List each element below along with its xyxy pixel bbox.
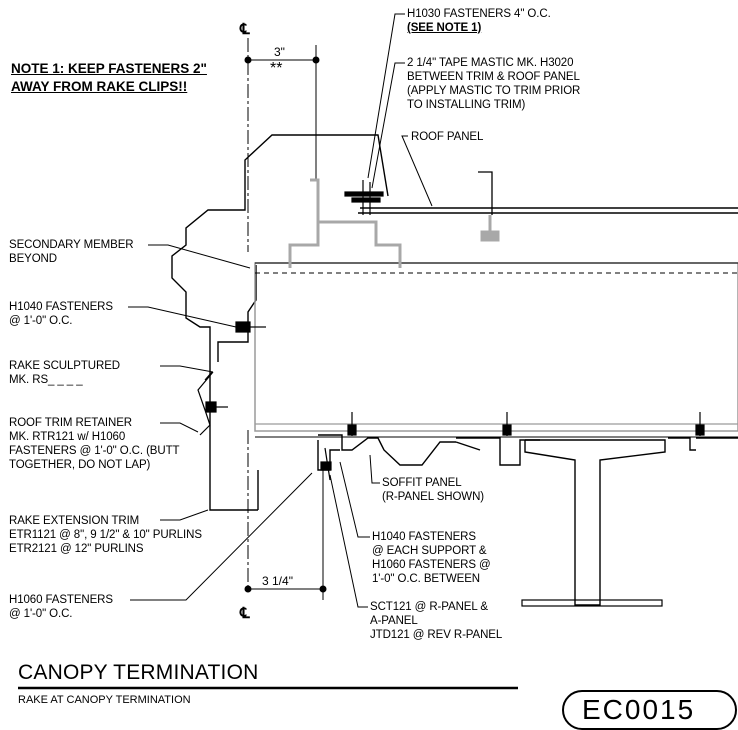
centerline-symbol-bottom: ℄ [240,605,250,622]
rake-clip [288,178,500,268]
callout-rake-sculptured: RAKE SCULPTURED MK. RS_ _ _ _ [9,360,120,386]
dimension-label-bottom: 3 1/4" [262,574,293,588]
drawing-title: CANOPY TERMINATION [18,661,259,684]
top-fastener [344,180,384,215]
dimension-top [244,45,320,180]
rake-sculptured-trim [171,134,389,511]
callout-h1030: H1030 FASTENERS 4" O.C. (SEE NOTE 1) [407,8,551,34]
secondary-member [254,262,738,438]
soffit-fasteners [320,412,705,481]
canopy-termination-drawing [18,13,738,690]
roof-trim-retainer [197,371,214,436]
hook-clip [478,171,493,215]
dimension-mark-top: ** [270,60,283,77]
callout-secondary-member: SECONDARY MEMBER BEYOND [9,239,134,265]
left-fasteners [205,321,266,413]
callout-mastic: 2 1/4" TAPE MASTIC MK. H3020 BETWEEN TRI… [407,57,581,111]
callout-sct121: SCT121 @ R-PANEL & A-PANEL JTD121 @ REV … [370,601,503,641]
callout-roof-trim-retainer: ROOF TRIM RETAINER MK. RTR121 w/ H1060 F… [9,417,180,471]
callout-h1040-mid: H1040 FASTENERS @ EACH SUPPORT & H1060 F… [372,531,491,585]
i-beam [524,439,666,606]
dimension-label-top: 3" [274,45,285,59]
drawing-code: EC0015 [582,694,696,725]
drawing-subtitle: RAKE AT CANOPY TERMINATION [18,694,191,706]
callout-h1060-left: H1060 FASTENERS @ 1'-0" O.C. [9,594,113,620]
callout-h1040-left: H1040 FASTENERS @ 1'-0" O.C. [9,301,113,327]
callout-soffit-panel: SOFFIT PANEL (R-PANEL SHOWN) [382,477,485,503]
callout-rake-extension-trim: RAKE EXTENSION TRIM ETR1121 @ 8", 9 1/2"… [9,515,202,555]
centerline-symbol-top: ℄ [240,21,250,38]
dimension-bottom [244,470,327,600]
leader-lines [128,13,433,608]
drawing-code-badge: EC0015 [562,690,737,730]
note-1-line-1: NOTE 1: KEEP FASTENERS 2" [11,61,207,76]
note-1-line-2: AWAY FROM RAKE CLIPS!! [11,79,188,94]
roof-panel [358,207,738,214]
callout-roof-panel: ROOF PANEL [411,131,484,143]
bottom-plate [521,599,663,607]
